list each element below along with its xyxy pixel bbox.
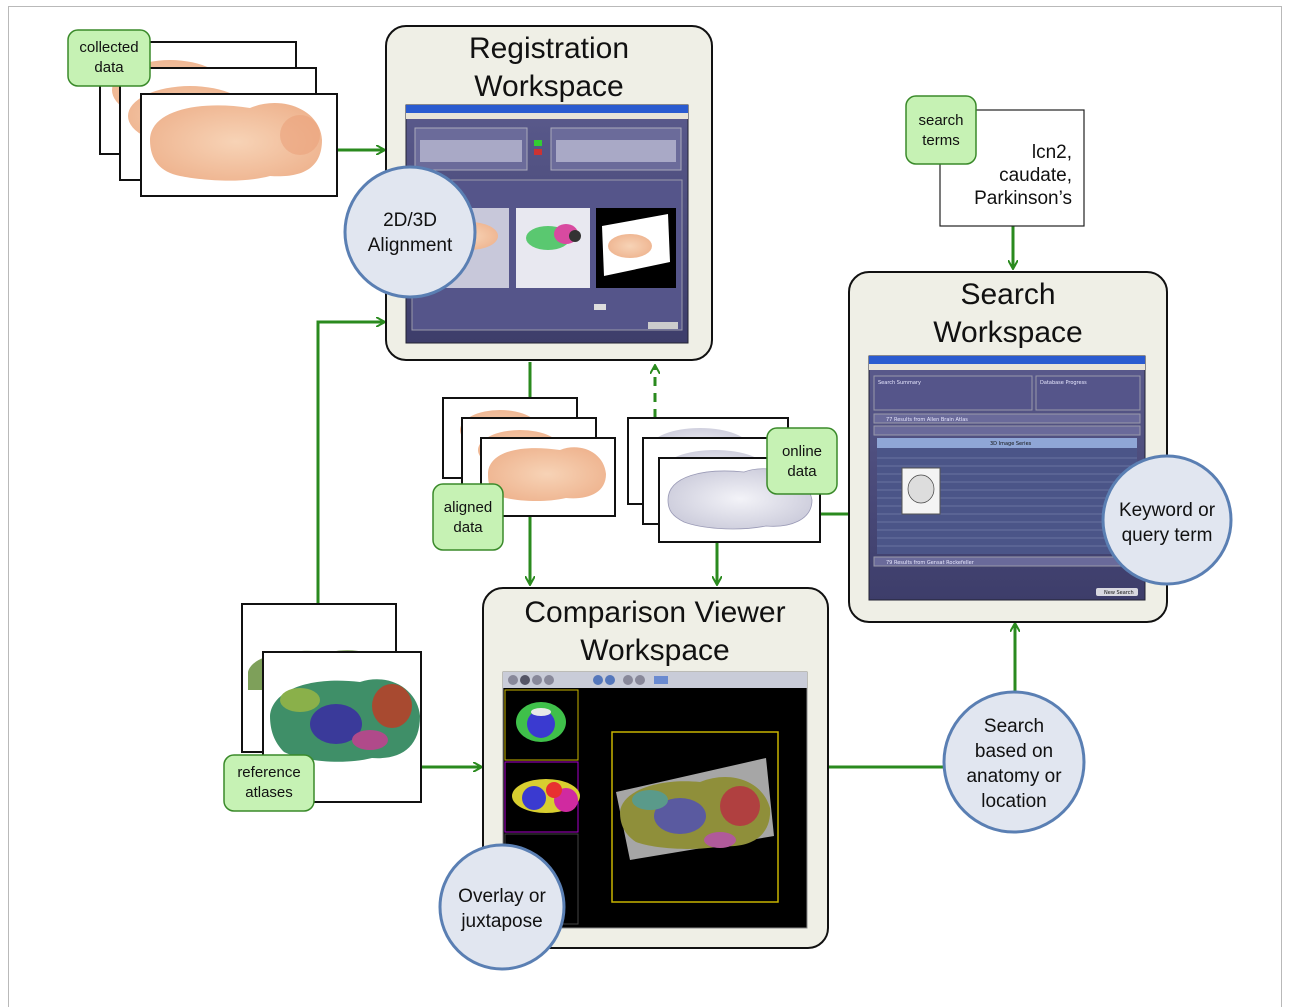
circle-2d3d-alignment: 2D/3D Alignment [343,165,477,299]
tag-collected-line1: collected [79,39,138,56]
tag-reference-line2: atlases [245,784,293,801]
figure-frame [8,6,1282,1007]
tag-online-data: online data [766,427,838,495]
tag-aligned-line1: aligned [444,499,492,516]
new-search-button[interactable]: New Search [1104,590,1134,596]
anatomy-line2: based on [975,741,1053,762]
search-term-3: Parkinson’s [974,188,1072,209]
anatomy-line3: anatomy or [966,766,1062,787]
collected-data-stack [99,41,338,197]
tag-reference-line1: reference [237,764,300,781]
alignment-line1: 2D/3D [383,210,437,231]
tag-search-terms: search terms [905,95,977,165]
database-progress-label: Database Progress [1040,380,1087,386]
tag-aligned-data: aligned data [432,483,504,551]
comparison-title-line2: Workspace [580,634,730,667]
anatomy-line1: Search [984,716,1044,737]
keyword-line1: Keyword or [1119,500,1216,521]
anatomy-line4: location [981,791,1047,812]
registration-title-line2: Workspace [474,70,624,103]
search-term-1: lcn2, [1032,142,1072,163]
tag-search-terms-line2: terms [922,132,960,149]
search-title-line2: Workspace [933,316,1083,349]
keyword-line2: query term [1122,525,1213,546]
overlay-line2: juxtapose [460,911,542,932]
results-row-1: 77 Results from Allen Brain Atlas [886,417,968,423]
series-header: 3D Image Series [990,441,1032,447]
circle-overlay-juxtapose: Overlay or juxtapose [438,843,566,971]
reference-atlases-stack [241,603,422,803]
connectors [316,150,1015,767]
overlay-line1: Overlay or [458,886,546,907]
tag-reference-atlases: reference atlases [223,754,315,812]
comparison-title-line1: Comparison Viewer [524,596,785,629]
circle-search-anatomy: Search based on anatomy or location [942,690,1086,834]
search-summary-label: Search Summary [878,380,921,386]
search-workspace: Search Workspace Search Summary Database… [848,271,1168,623]
circle-keyword-query: Keyword or query term [1101,454,1233,586]
tag-online-line1: online [782,443,822,460]
tag-search-terms-line1: search [918,112,963,129]
search-title-line1: Search [960,278,1055,311]
search-term-2: caudate, [999,165,1072,186]
aligned-data-stack [442,397,616,517]
workflow-diagram: collected data Registration Workspace [67,25,1233,971]
results-row-3: 79 Results from Gensat Rockefeller [886,560,975,566]
tag-online-line2: data [787,463,817,480]
tag-collected-data: collected data [67,29,151,87]
alignment-line2: Alignment [368,235,453,256]
registration-title-line1: Registration [469,32,629,65]
arrow-atlas-to-registration [316,322,384,604]
tag-collected-line2: data [94,59,124,76]
tag-aligned-line2: data [453,519,483,536]
search-app-screenshot: Search Summary Database Progress 77 Resu… [868,355,1146,601]
